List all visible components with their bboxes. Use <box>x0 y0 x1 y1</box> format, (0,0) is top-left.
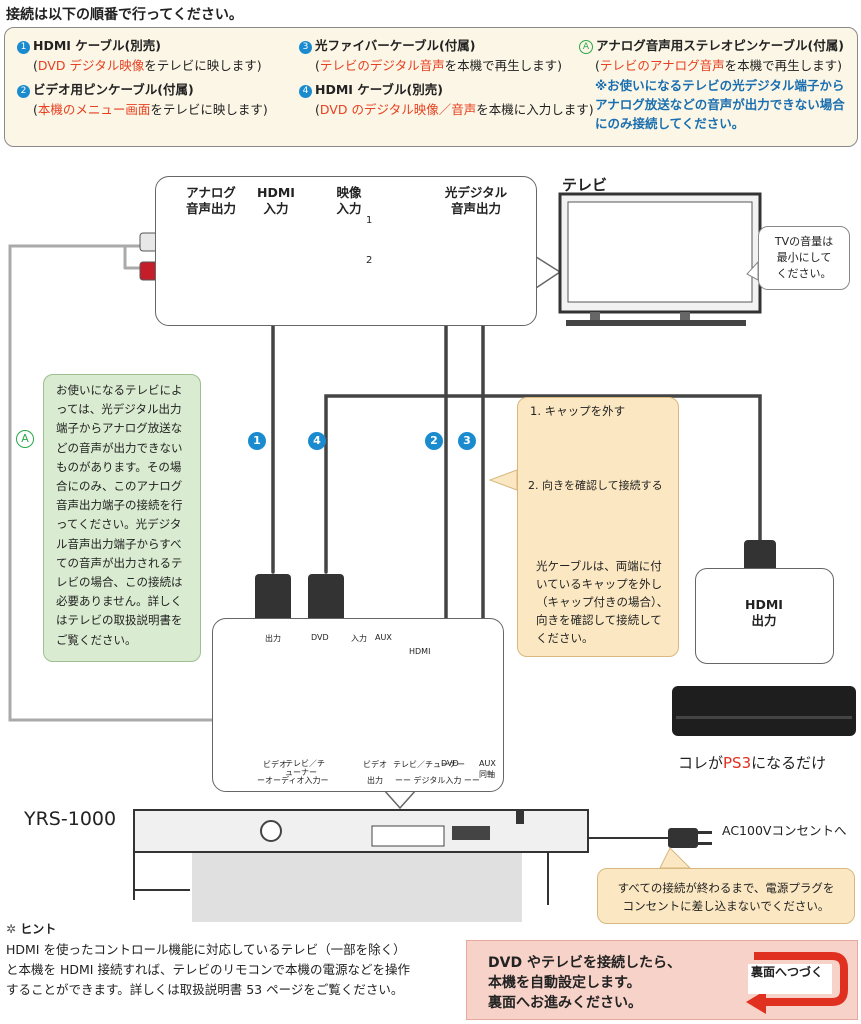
tv-illustration <box>558 192 762 326</box>
page-title: 接続は以下の順番で行ってください。 <box>6 7 243 23</box>
legend-title: 光ファイバーケーブル(付属) <box>315 38 476 53</box>
lightbulb-icon: ✲ <box>6 922 17 936</box>
receiver-panel-pointer <box>382 789 418 810</box>
rx-dvd2-label: DVD <box>441 759 459 768</box>
rx-digital-input-label: ーー デジタル入力 ーー <box>395 776 480 785</box>
legend-desc: (テレビのアナログ音声を本機で再生します) <box>595 58 843 73</box>
optical-cable-note: 1. キャップを外す 2. 向きを確認して接続する 光ケーブルは、両端に付いてい… <box>517 397 679 657</box>
ps3-console <box>672 686 856 736</box>
rx-video-label: ビデオ <box>263 760 287 769</box>
ac-plug <box>668 828 712 848</box>
jack-1-label: 1 <box>366 215 373 226</box>
continue-on-back-link[interactable]: 裏面へつづく <box>751 965 824 979</box>
legend-note: ※お使いになるテレビの光デジタル端子からアナログ放送などの音声が出力できない場合… <box>595 78 845 131</box>
rx-dvd-label: DVD <box>311 633 329 642</box>
hint-body: HDMI を使ったコントロール機能に対応しているテレビ（一部を除く）と本機を H… <box>6 942 410 997</box>
rx-coax-label: 同軸 <box>479 770 495 779</box>
power-plug-note: すべての接続が終わるまで、電源プラグをコンセントに差し込まないでください。 <box>597 868 855 924</box>
analog-connection-note: お使いになるテレビによっては、光デジタル出力端子からアナログ放送などの音声が出力… <box>43 374 201 662</box>
rx-video2-label: ビデオ <box>363 760 387 769</box>
number-badge: 4 <box>299 85 312 98</box>
legend-desc: (DVD のデジタル映像／音声を本機に入力します) <box>315 102 594 117</box>
cable-badge-a: A <box>16 430 34 448</box>
rx-aux-label: AUX <box>375 633 392 642</box>
rx-input-label: 入力 <box>351 634 367 643</box>
yrs-1000-unit <box>133 809 589 922</box>
number-badge: 2 <box>17 85 30 98</box>
rx-hdmi-label: HDMI <box>409 647 431 656</box>
auto-setup-text: DVD やテレビを接続したら、本機を自動設定します。裏面へお進みください。 <box>488 955 681 1011</box>
legend-desc: (本機のメニュー画面をテレビに映します) <box>33 102 268 117</box>
jack-2-label: 2 <box>366 255 373 266</box>
rx-out-label: 出力 <box>367 776 383 785</box>
cable-badge-2: 2 <box>425 432 443 450</box>
number-badge: 3 <box>299 41 312 54</box>
tv-analog-out-label: アナログ音声出力 <box>185 185 236 216</box>
tv-volume-note: TVの音量は最小にしてください。 <box>758 226 850 290</box>
cap-step-2: 2. 向きを確認して接続する <box>528 479 663 492</box>
legend-title: HDMI ケーブル(別売) <box>33 38 161 53</box>
continue-arrow-icon <box>746 952 848 1014</box>
cable-badge-3: 3 <box>458 432 476 450</box>
legend-title: ビデオ用ピンケーブル(付属) <box>33 82 194 97</box>
device-name: YRS-1000 <box>24 808 117 830</box>
legend-title: HDMI ケーブル(別売) <box>315 82 443 97</box>
ps3-caption: コレがPS3になるだけ <box>678 754 827 772</box>
rx-tv-tuner-label: テレビ／チューナー <box>285 759 325 777</box>
cap-note-body: 光ケーブルは、両端に付いているキャップを外し（キャップ付きの場合）、向きを確認し… <box>536 559 669 645</box>
tv-label: テレビ <box>562 176 608 194</box>
rx-tv-tuner2-label: テレビ／チューナー <box>393 760 465 769</box>
tv-video-in-label: 映像入力 <box>336 185 362 216</box>
ac-outlet-label: AC100Vコンセントへ <box>722 823 847 838</box>
cable-badge-4: 4 <box>308 432 326 450</box>
hint-title: ✲ ヒント <box>6 922 57 936</box>
cable-badge-1: 1 <box>248 432 266 450</box>
cap-step-1: 1. キャップを外す <box>530 404 626 418</box>
legend-desc: (DVD デジタル映像をテレビに映します) <box>33 58 262 73</box>
number-badge: 1 <box>17 41 30 54</box>
rx-audio-input-label: ーオーディオ入力ー <box>257 776 329 785</box>
legend-title: アナログ音声用ステレオピンケーブル(付属) <box>596 38 844 53</box>
rx-hdmi-out-label: 出力 <box>265 634 281 643</box>
receiver-rear-panel: 出力 DVD 入力 AUX HDMI ビデオ テレビ／チューナー ーオーディオ入… <box>212 618 504 792</box>
tv-panel-pointer <box>532 253 562 292</box>
legend-desc: (テレビのデジタル音声を本機で再生します) <box>315 58 563 73</box>
rx-aux2-label: AUX <box>479 759 496 768</box>
letter-badge: A <box>579 40 593 54</box>
tv-optical-out-label: 光デジタル音声出力 <box>444 185 508 216</box>
